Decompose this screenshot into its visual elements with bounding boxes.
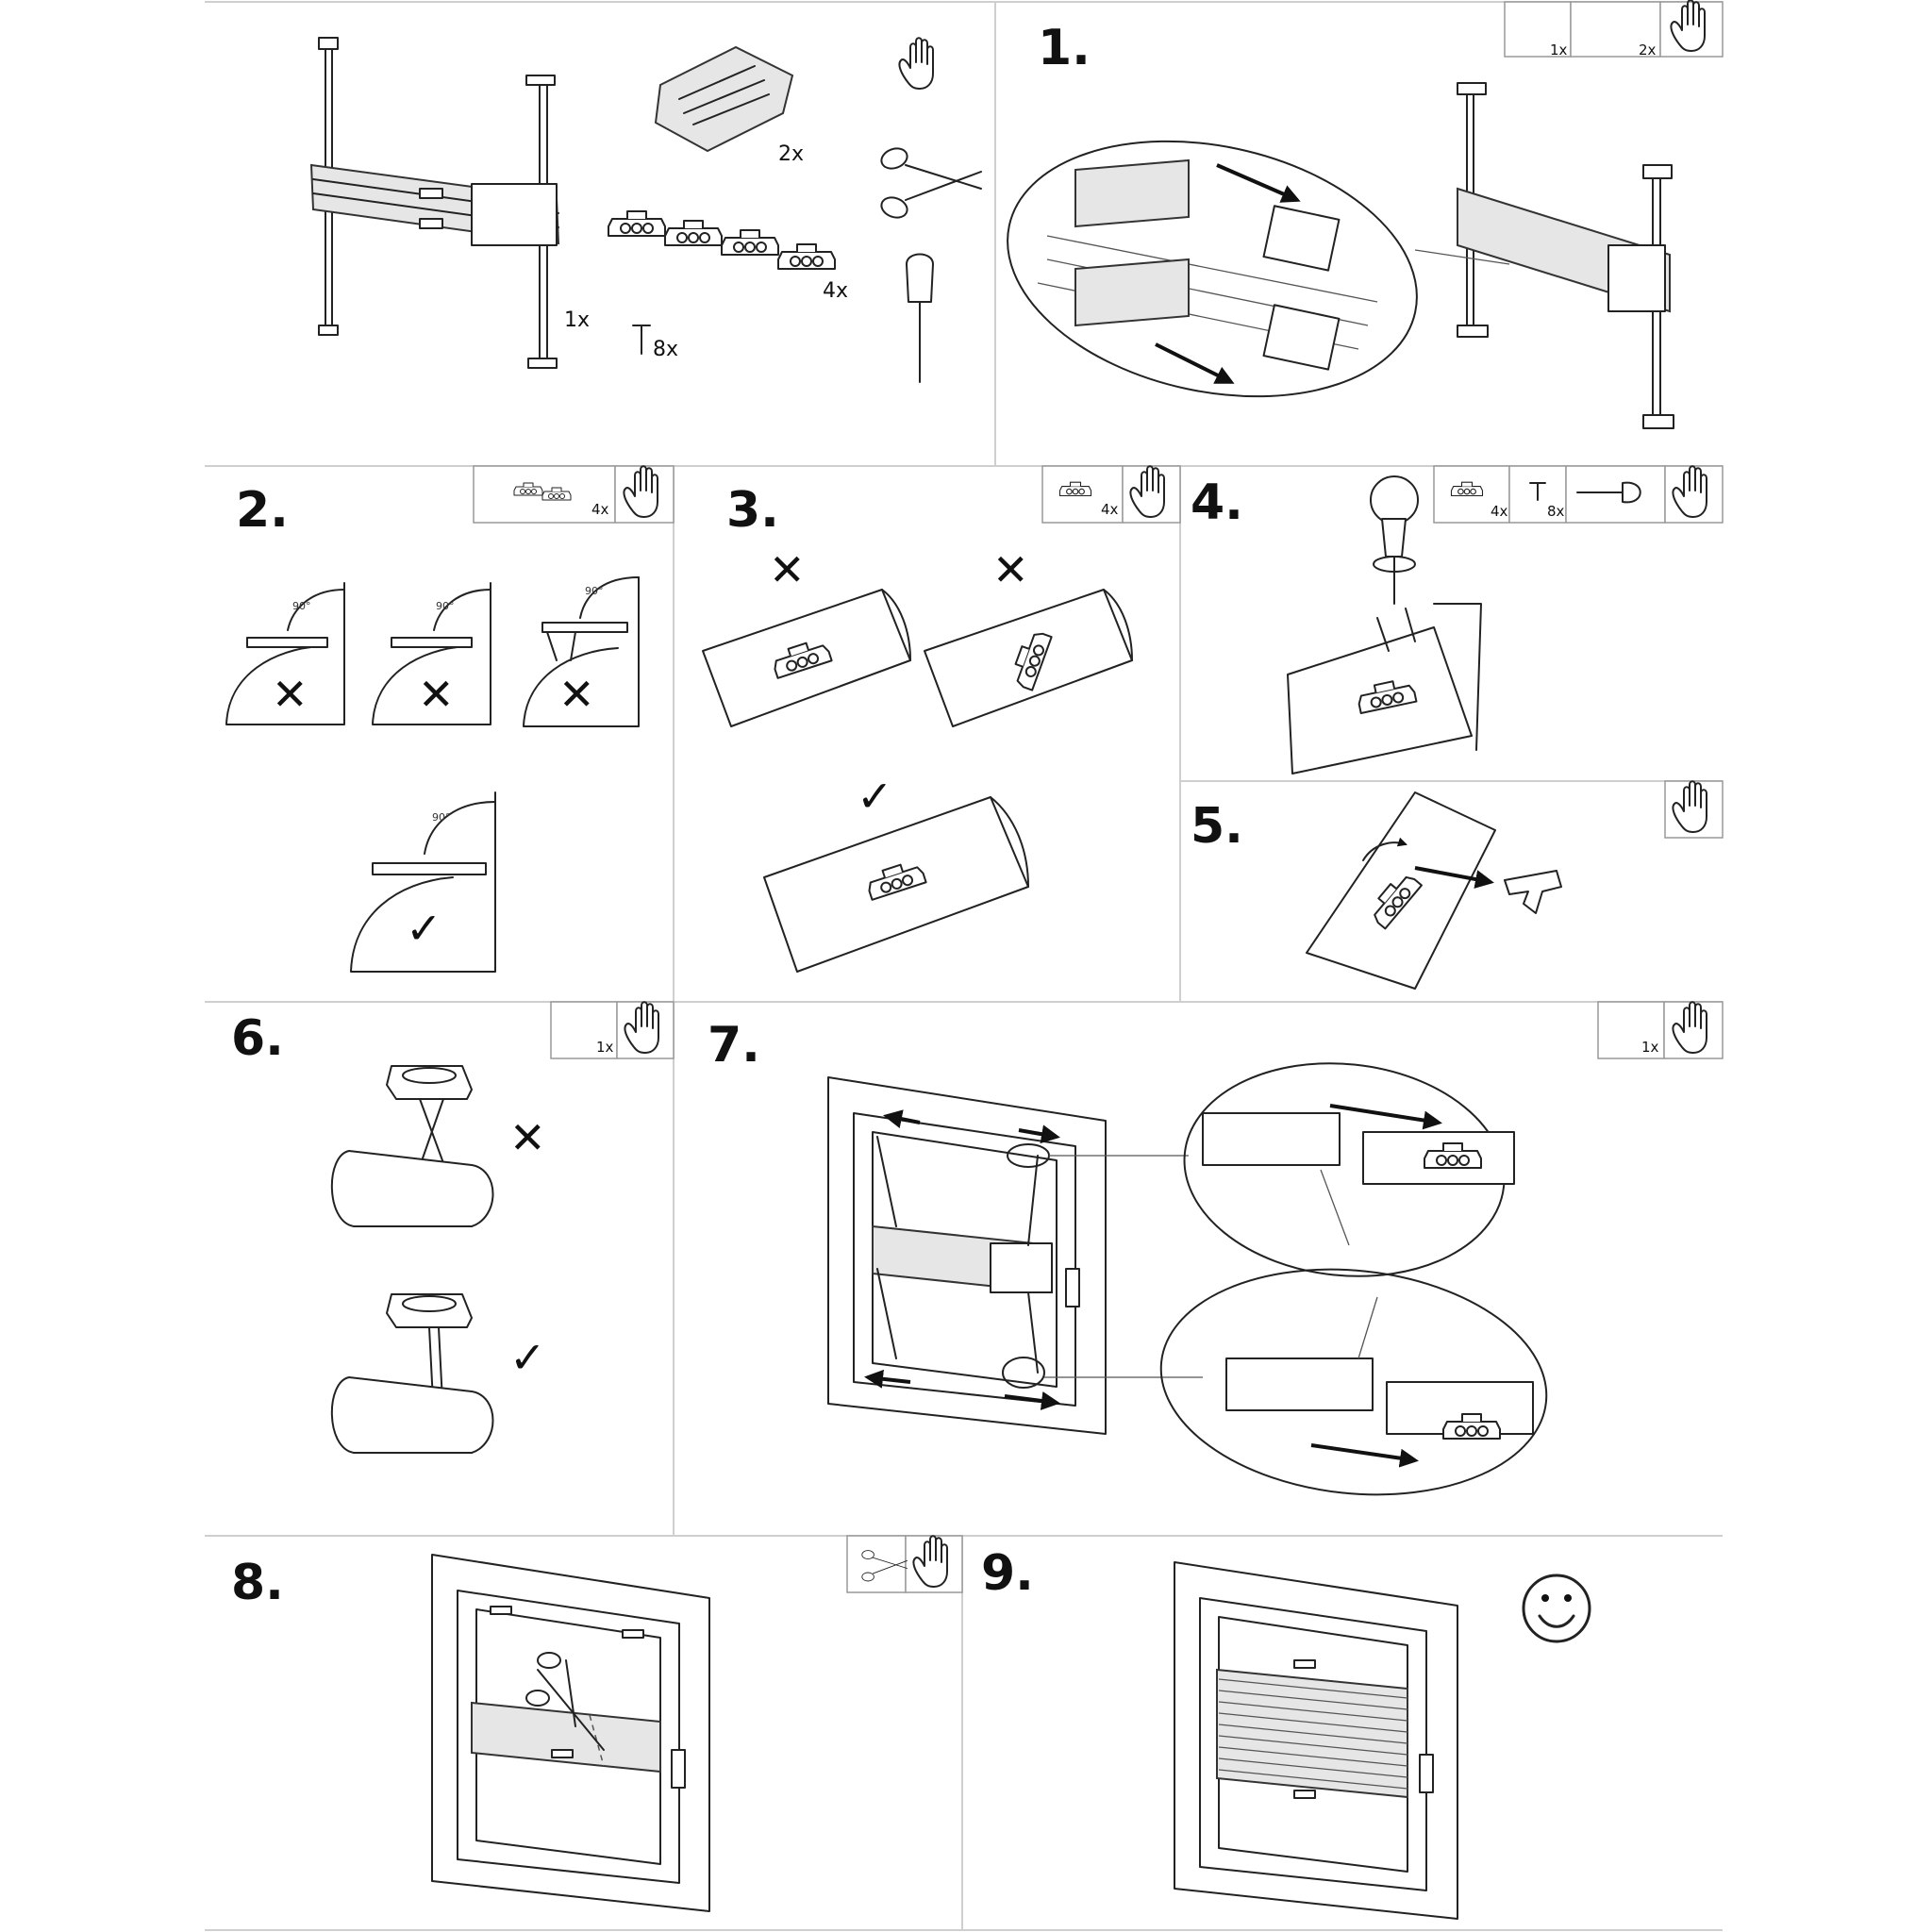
svg-text:2x: 2x xyxy=(1639,42,1657,58)
svg-text:✕: ✕ xyxy=(509,1112,546,1163)
step-8: 8. xyxy=(231,1535,963,1912)
smiley-icon xyxy=(1522,1574,1591,1643)
hand-icon xyxy=(898,37,934,90)
svg-text:90°: 90° xyxy=(432,811,451,824)
blind-icon: 1x xyxy=(309,37,590,369)
svg-text:4x: 4x xyxy=(591,501,609,518)
screwdriver-icon xyxy=(1370,475,1419,605)
step-6: 6. 1x ✕ ✓ xyxy=(231,1001,675,1454)
svg-text:✓: ✓ xyxy=(857,771,893,822)
step-number: 9. xyxy=(981,1545,1034,1602)
scissors-icon xyxy=(861,1550,908,1582)
svg-text:1x: 1x xyxy=(1641,1039,1659,1056)
step-9: 9. xyxy=(981,1545,1591,1920)
step-3: 3. 4x ✕ ✕ ✓ xyxy=(702,465,1181,973)
step-number: 7. xyxy=(708,1017,760,1074)
svg-text:✓: ✓ xyxy=(509,1332,546,1383)
blind-qty: 1x xyxy=(564,308,590,332)
step-7: 7. 1x xyxy=(708,1001,1724,1496)
svg-text:1x: 1x xyxy=(596,1039,614,1056)
pleated-fabric xyxy=(1218,1678,1408,1790)
frame-bracket-correct xyxy=(763,796,1029,973)
step-1: 1. 1x 2x xyxy=(1007,0,1724,429)
screw-icon: 8x xyxy=(632,325,678,361)
cord-routing-wrong: ✕ xyxy=(330,1065,546,1227)
step-number: 4. xyxy=(1191,475,1243,531)
clip-icon: 2x xyxy=(654,45,804,166)
svg-text:✓: ✓ xyxy=(406,903,442,954)
svg-text:90°: 90° xyxy=(585,585,604,597)
svg-text:✕: ✕ xyxy=(992,544,1029,595)
svg-text:90°: 90° xyxy=(292,600,311,612)
svg-text:4x: 4x xyxy=(1491,503,1508,520)
bracket-angle-wrong-3: 90° ✕ xyxy=(523,576,640,727)
svg-text:8x: 8x xyxy=(1547,503,1565,520)
scissors-icon xyxy=(880,147,982,219)
step-number: 2. xyxy=(236,482,289,539)
step-number: 1. xyxy=(1038,20,1091,76)
clip-qty: 2x xyxy=(778,142,804,166)
svg-text:4x: 4x xyxy=(1101,501,1119,518)
screw-qty: 8x xyxy=(653,338,678,361)
step-number: 8. xyxy=(231,1555,284,1611)
step-number: 5. xyxy=(1191,798,1243,855)
bracket-angle-correct: 90° ✓ xyxy=(350,791,496,973)
svg-text:✕: ✕ xyxy=(769,544,806,595)
step-5: 5. xyxy=(1191,780,1724,990)
bracket-angle-wrong-1: 90° ✕ xyxy=(225,582,345,725)
step-number: 3. xyxy=(726,482,779,539)
bracket-qty: 4x xyxy=(823,279,848,303)
panel-grid xyxy=(205,1,1723,1931)
svg-text:1x: 1x xyxy=(1550,42,1568,58)
bracket-icon: 4x xyxy=(608,210,848,303)
frame-bracket-wrong-1 xyxy=(702,589,911,727)
cord-routing-correct: ✓ xyxy=(330,1293,546,1454)
frame-bracket-wrong-2 xyxy=(924,589,1133,727)
step-number: 6. xyxy=(231,1010,284,1067)
svg-text:90°: 90° xyxy=(436,600,455,612)
bracket-angle-wrong-2: 90° ✕ xyxy=(372,582,491,725)
step-4: 4. 4x 8x xyxy=(1191,465,1724,774)
svg-text:✕: ✕ xyxy=(558,669,595,720)
parts-overview: 1x 2x 4x 8x xyxy=(309,37,982,383)
svg-text:✕: ✕ xyxy=(418,669,455,720)
svg-text:✕: ✕ xyxy=(272,669,308,720)
screwdriver-icon xyxy=(906,253,934,383)
step-2: 2. 4x 90° ✕ 90° ✕ 90° ✕ xyxy=(225,465,675,973)
